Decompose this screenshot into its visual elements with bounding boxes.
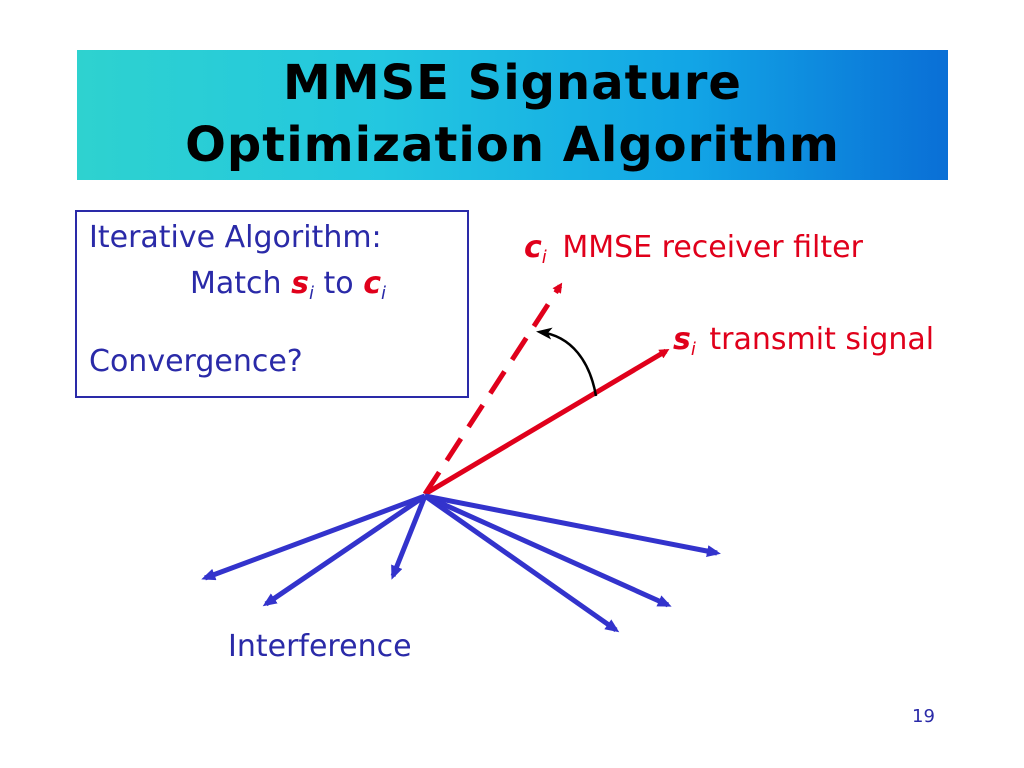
interference-arrow xyxy=(262,493,427,607)
interference-label: Interference xyxy=(228,629,412,664)
match-to: to xyxy=(323,266,354,301)
iterative-algorithm-label: Iterative Algorithm: xyxy=(89,220,382,255)
convergence-label: Convergence? xyxy=(89,344,303,379)
interference-arrow xyxy=(390,495,428,580)
s-vector-arrow xyxy=(423,348,670,497)
match-line: Match si to ci xyxy=(190,266,386,304)
s-description: transmit signal xyxy=(709,322,935,357)
title-banner xyxy=(77,50,948,180)
s-label: si transmit signal xyxy=(673,322,934,360)
interference-arrow xyxy=(201,493,426,581)
title-line-1: MMSE Signature xyxy=(283,55,742,111)
rotation-arrow xyxy=(536,327,598,397)
slide-title: MMSE Signature Optimization Algorithm xyxy=(77,52,948,176)
s-symbol: s xyxy=(673,322,691,357)
match-s-symbol: s xyxy=(291,266,309,301)
s-subscript: i xyxy=(690,339,696,360)
match-c-symbol: c xyxy=(363,266,381,301)
interference-arrow xyxy=(423,493,672,608)
c-subscript: i xyxy=(541,247,547,268)
match-s-subscript: i xyxy=(308,283,314,304)
algorithm-box xyxy=(75,210,469,398)
c-vector-arrow xyxy=(422,282,563,496)
page-number: 19 xyxy=(912,706,935,727)
interference-arrow xyxy=(423,493,620,633)
match-c-subscript: i xyxy=(380,283,386,304)
interference-arrow xyxy=(424,493,721,557)
match-word: Match xyxy=(190,266,282,301)
c-symbol: c xyxy=(524,230,542,265)
title-line-2: Optimization Algorithm xyxy=(185,117,840,173)
c-label: ci MMSE receiver filter xyxy=(524,230,863,268)
c-description: MMSE receiver filter xyxy=(562,230,863,265)
